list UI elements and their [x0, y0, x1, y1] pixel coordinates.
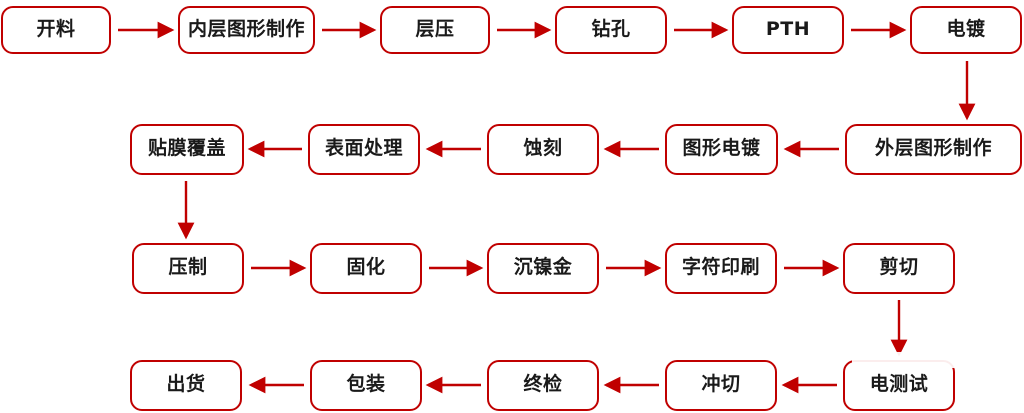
process-node-label: 固化: [346, 256, 386, 278]
process-node-label: 贴膜覆盖: [147, 137, 226, 159]
process-node-n3[interactable]: 层压: [380, 6, 490, 54]
process-node-label: 表面处理: [324, 137, 403, 159]
process-node-n16[interactable]: 剪切: [843, 243, 955, 294]
process-node-n7[interactable]: 外层图形制作: [845, 124, 1022, 175]
process-node-n8[interactable]: 图形电镀: [665, 124, 778, 175]
process-node-label: 终检: [523, 373, 563, 395]
process-node-n1[interactable]: 开料: [1, 6, 111, 54]
process-node-label: PTH: [765, 17, 811, 40]
process-node-label: 冲切: [701, 373, 741, 395]
process-node-label: 字符印刷: [681, 256, 760, 278]
process-node-n21[interactable]: 出货: [130, 360, 242, 411]
process-node-n6[interactable]: 电镀: [910, 6, 1022, 54]
process-node-label: 沉镍金: [513, 256, 573, 278]
process-node-n15[interactable]: 字符印刷: [665, 243, 777, 294]
process-node-n2[interactable]: 内层图形制作: [178, 6, 315, 54]
process-node-n14[interactable]: 沉镍金: [487, 243, 599, 294]
process-node-n19[interactable]: 终检: [487, 360, 599, 411]
process-node-n20[interactable]: 包装: [310, 360, 422, 411]
process-node-label: 电测试: [869, 373, 929, 395]
process-node-n18[interactable]: 冲切: [665, 360, 777, 411]
process-node-n9[interactable]: 蚀刻: [487, 124, 599, 175]
process-node-n13[interactable]: 固化: [310, 243, 422, 294]
process-node-label: 层压: [415, 17, 455, 40]
edges-group: [118, 21, 976, 394]
process-node-label: 包装: [346, 373, 386, 395]
process-node-label: 剪切: [879, 256, 919, 278]
process-node-n17[interactable]: 电测试: [843, 360, 955, 411]
process-node-label: 图形电镀: [682, 137, 761, 159]
process-node-label: 开料: [36, 17, 76, 40]
process-node-n11[interactable]: 贴膜覆盖: [130, 124, 244, 175]
process-node-n12[interactable]: 压制: [132, 243, 244, 294]
process-node-label: 出货: [166, 373, 206, 395]
process-node-label: 电镀: [946, 17, 986, 40]
process-node-n4[interactable]: 钻孔: [555, 6, 667, 54]
process-node-label: 内层图形制作: [187, 17, 305, 40]
process-node-n10[interactable]: 表面处理: [308, 124, 420, 175]
process-node-label: 蚀刻: [523, 137, 563, 159]
process-node-n5[interactable]: PTH: [732, 6, 844, 54]
process-node-label: 外层图形制作: [874, 137, 992, 159]
process-node-label: 钻孔: [591, 17, 631, 40]
process-node-label: 压制: [168, 256, 208, 278]
